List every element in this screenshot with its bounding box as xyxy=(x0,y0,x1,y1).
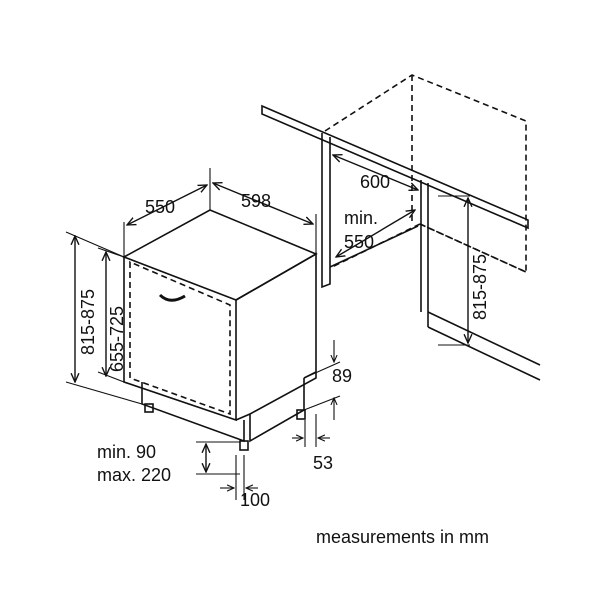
label-door-height: 655-725 xyxy=(107,306,127,372)
label-toe-kick-max: max. 220 xyxy=(97,465,171,485)
dishwasher-body xyxy=(122,209,318,451)
label-plinth-height: 89 xyxy=(332,366,352,386)
label-plinth-depth: 53 xyxy=(313,453,333,473)
label-niche-height: 815-875 xyxy=(470,254,490,320)
dimension-arrows xyxy=(75,155,468,488)
label-appliance-depth: 550 xyxy=(145,197,175,217)
label-toe-kick-min: min. 90 xyxy=(97,442,156,462)
label-appliance-width: 598 xyxy=(241,191,271,211)
units-note: measurements in mm xyxy=(316,527,489,547)
label-appliance-height: 815-875 xyxy=(78,289,98,355)
label-niche-min-depth-line1: min. xyxy=(344,208,378,228)
label-niche-width: 600 xyxy=(360,172,390,192)
extension-lines xyxy=(65,137,470,500)
installation-niche xyxy=(261,74,541,381)
label-foot-offset: 100 xyxy=(240,490,270,510)
label-niche-min-depth-line2: 550 xyxy=(344,232,374,252)
